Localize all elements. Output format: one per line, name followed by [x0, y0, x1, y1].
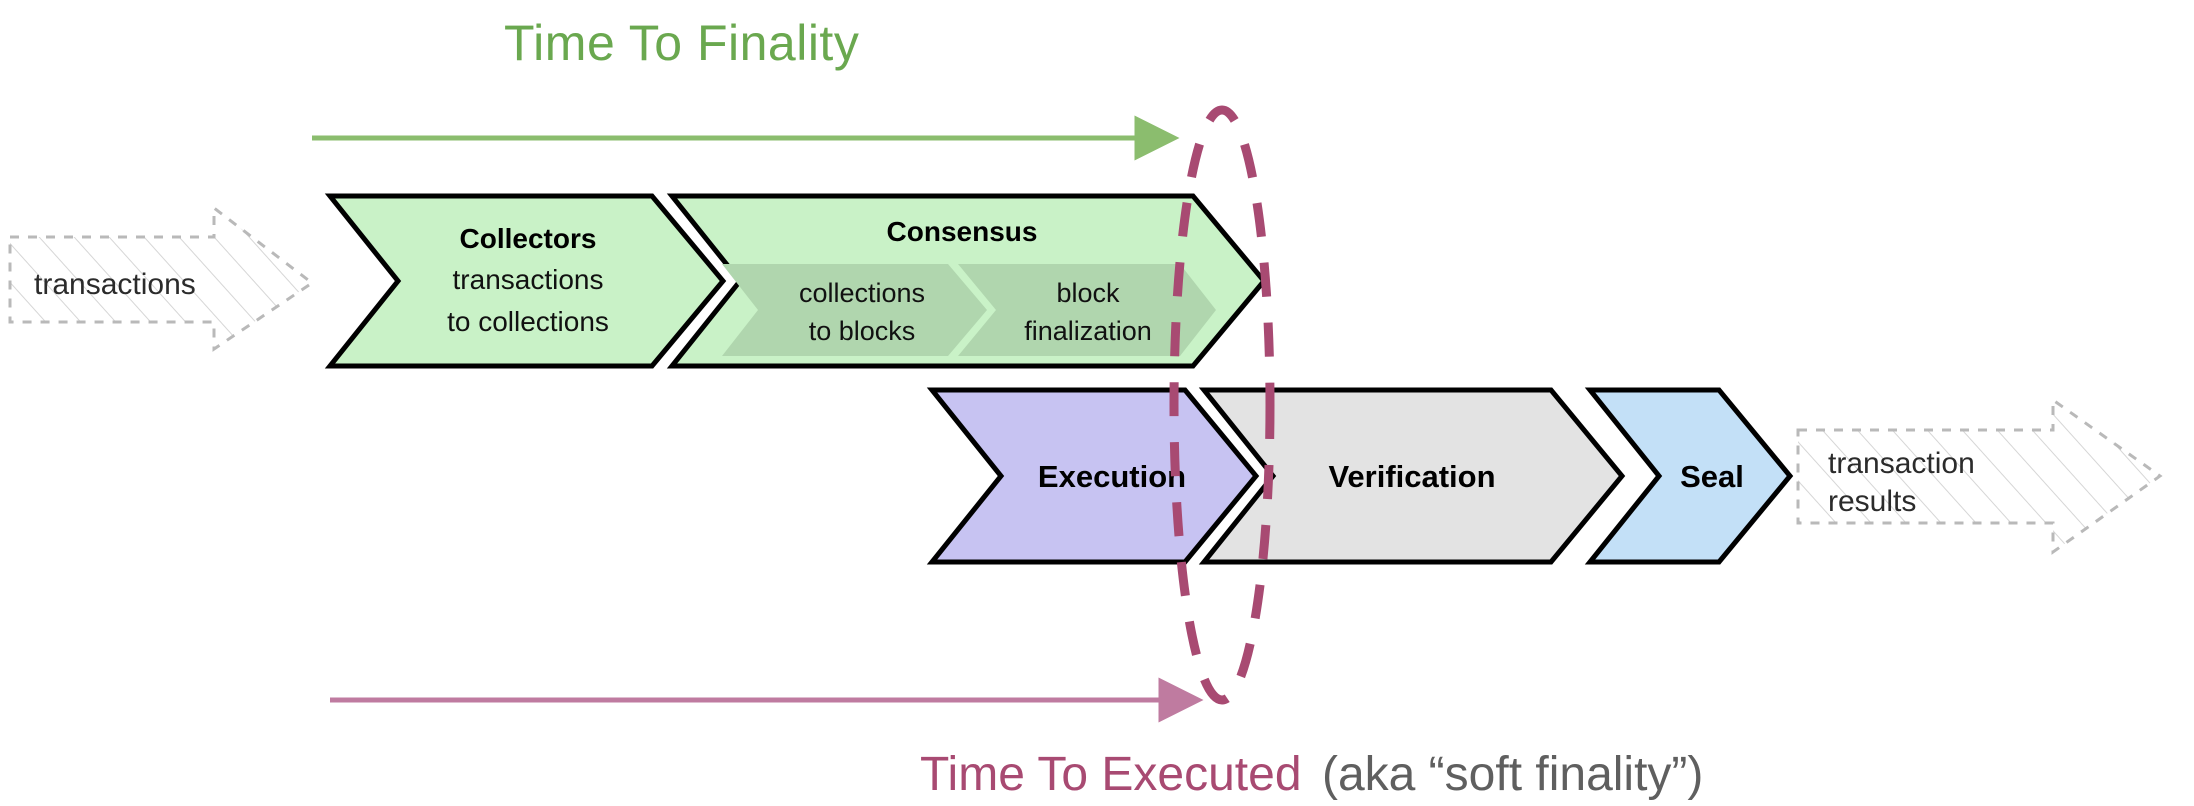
input-ghost-arrow: transactions: [8, 204, 315, 352]
consensus-substage-collections-to-blocks[interactable]: collections to blocks: [722, 264, 987, 356]
finality-ellipse-marker: [1169, 105, 1275, 705]
bottom-caption: Time To Executed (aka “soft finality”): [920, 748, 1703, 801]
collectors-title: Collectors: [460, 223, 597, 254]
stage-consensus[interactable]: Consensus collections to blocks block fi…: [666, 193, 1268, 369]
consensus-substage-block-finalization[interactable]: block finalization: [958, 264, 1216, 356]
verification-title: Verification: [1328, 459, 1495, 494]
collectors-chevron-shape: [324, 193, 727, 369]
stage-execution[interactable]: Execution: [926, 387, 1260, 565]
consensus-title: Consensus: [887, 216, 1038, 247]
transactions-label: transactions: [34, 268, 196, 301]
collectors-subtitle-line2: to collections: [447, 306, 609, 337]
transaction-results-label-line2: results: [1828, 485, 1916, 518]
transaction-results-arrow-shape: [1796, 397, 2163, 555]
collections-to-blocks-line1: collections: [799, 278, 925, 308]
output-ghost-arrow: transaction results: [1796, 397, 2163, 555]
time-to-finality-title: Time To Finality: [504, 15, 859, 71]
time-to-executed-caption: Time To Executed: [920, 748, 1302, 801]
collectors-subtitle-line1: transactions: [453, 264, 604, 295]
collections-to-blocks-shape: [722, 264, 987, 356]
collections-to-blocks-line2: to blocks: [809, 316, 916, 346]
block-finalization-shape: [958, 264, 1216, 356]
execution-title: Execution: [1038, 459, 1186, 494]
stage-collectors[interactable]: Collectors transactions to collections: [324, 193, 727, 369]
soft-finality-caption: (aka “soft finality”): [1322, 748, 1703, 801]
transactions-arrow-shape: [8, 204, 315, 352]
seal-chevron-shape: [1584, 387, 1794, 565]
stage-seal[interactable]: Seal: [1584, 387, 1794, 565]
seal-title: Seal: [1680, 459, 1744, 494]
block-finalization-line1: block: [1056, 278, 1120, 308]
transaction-results-label-line1: transaction: [1828, 447, 1975, 480]
block-finalization-line2: finalization: [1024, 316, 1152, 346]
